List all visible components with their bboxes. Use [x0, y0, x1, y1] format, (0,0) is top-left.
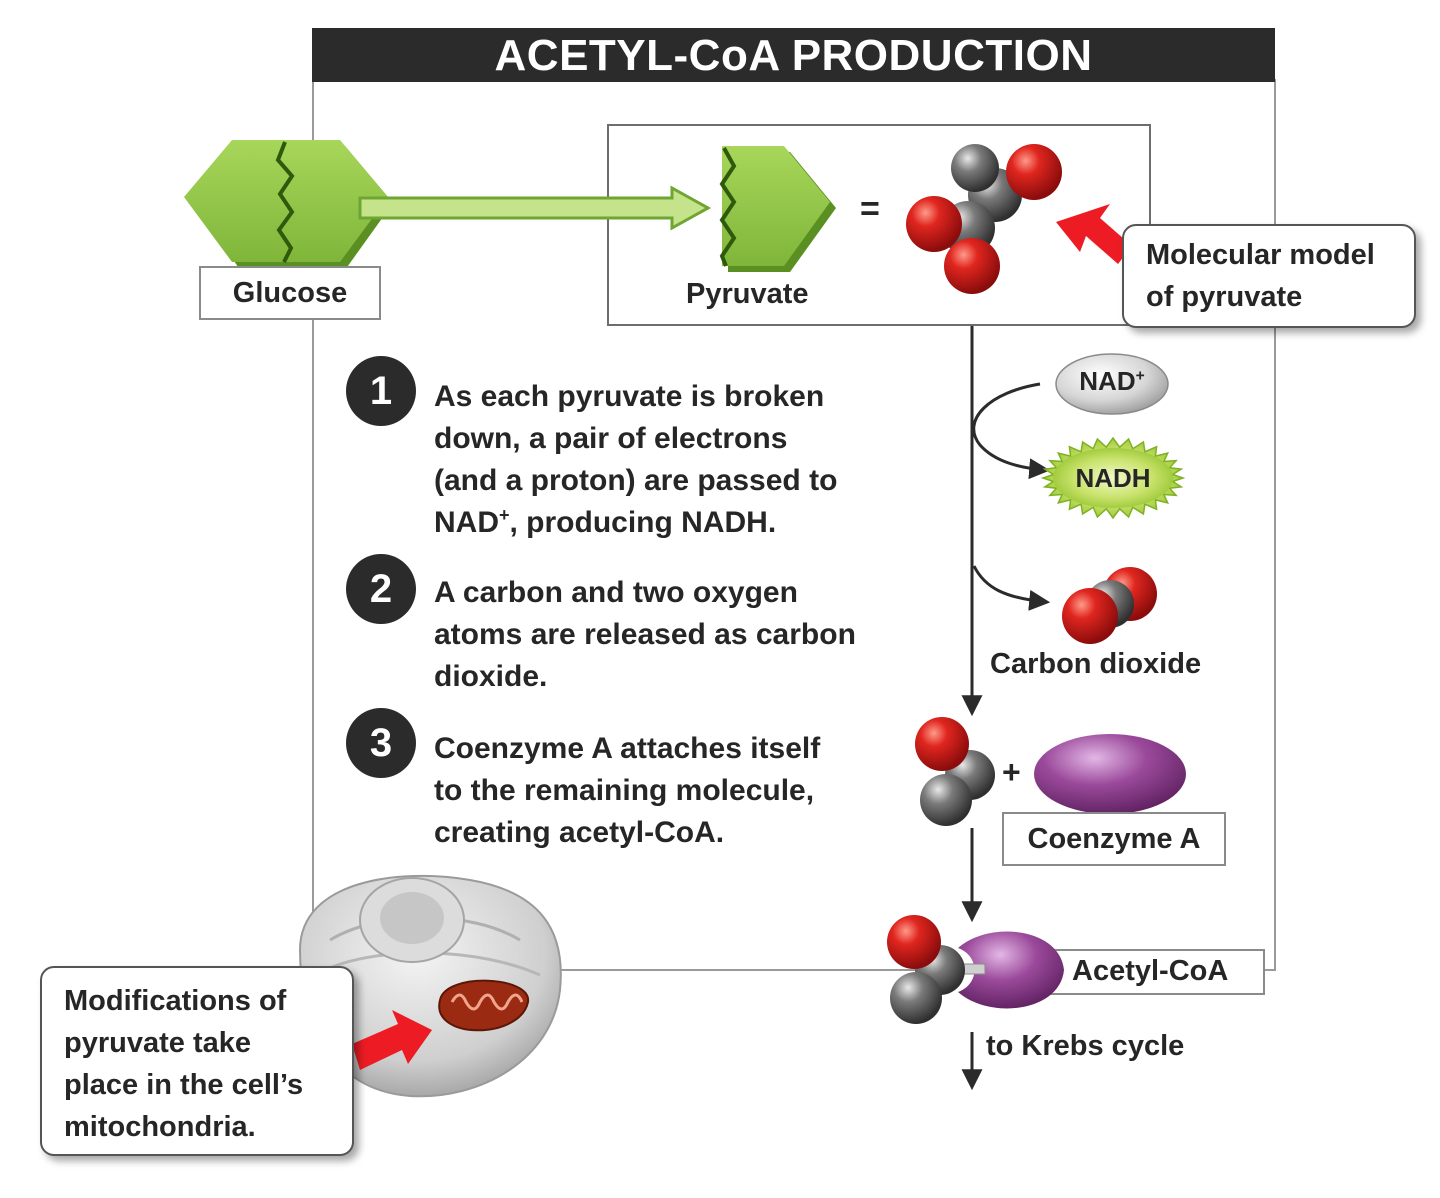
nad-superscript: +	[1135, 367, 1145, 385]
nad-plus-icon	[1055, 353, 1169, 415]
step-3-text: Coenzyme A attaches itself to the remain…	[434, 728, 934, 854]
step-3-line: Coenzyme A attaches itself	[434, 732, 821, 765]
pyruvate-molecule-icon	[719, 146, 836, 272]
glucose-label: Glucose	[199, 266, 381, 320]
step-2-line: A carbon and two oxygen	[434, 576, 798, 609]
acetyl-coa-label-box	[1029, 949, 1265, 995]
step-3-number: 3	[346, 708, 416, 778]
step-1-text: As each pyruvate is broken down, a pair …	[434, 376, 934, 544]
step-2-line: atoms are released as carbon	[434, 618, 856, 651]
step-3-line: creating acetyl-CoA.	[434, 816, 725, 849]
step-3-line: to the remaining molecule,	[434, 774, 815, 807]
coenzyme-a-icon	[1034, 734, 1186, 814]
step-1-line: NAD+, producing NADH.	[434, 502, 934, 544]
step-1-tail: , producing NADH.	[509, 506, 777, 539]
coenzyme-a-label: Coenzyme A	[1002, 812, 1226, 866]
nad-plus-label: NAD+	[1056, 366, 1168, 397]
carbon-dioxide-molecule-icon	[1062, 567, 1157, 644]
callout-line: pyruvate take	[64, 1027, 251, 1059]
step-1-line: down, a pair of electrons	[434, 422, 788, 455]
equals-sign: =	[860, 190, 880, 228]
krebs-cycle-label: to Krebs cycle	[986, 1030, 1185, 1062]
callout-line: Modifications of	[64, 985, 287, 1017]
diagram-title: ACETYL-CoA PRODUCTION	[312, 28, 1275, 82]
pyruvate-ball-model-icon	[906, 144, 1062, 294]
plus-sign: +	[1002, 754, 1021, 790]
glucose-to-pyruvate-arrow	[358, 185, 712, 231]
step-1-nad-sup: +	[499, 505, 510, 525]
step-2-line: dioxide.	[434, 660, 548, 693]
acetyl-group-molecule-icon	[915, 717, 995, 826]
callout-line: mitochondria.	[64, 1111, 256, 1143]
mitochondria-pointer-arrow-icon	[352, 1010, 432, 1070]
nad-reduction-arrow	[972, 382, 1051, 480]
acetyl-coa-molecule-icon	[887, 915, 1064, 1024]
step-2-number: 2	[346, 554, 416, 624]
acetyl-coa-label: Acetyl-CoA	[1072, 955, 1229, 987]
mitochondria-callout: Modifications of pyruvate take place in …	[40, 966, 354, 1156]
step-1-line: As each pyruvate is broken	[434, 380, 825, 413]
callout-line: Molecular model	[1146, 239, 1375, 271]
glucose-molecule-icon	[184, 140, 393, 270]
nad-base-text: NAD	[1079, 366, 1136, 396]
step-1-nad: NAD	[434, 506, 499, 539]
callout-line: of pyruvate	[1146, 281, 1303, 313]
molecular-model-callout: Molecular model of pyruvate	[1122, 224, 1416, 328]
carbon-dioxide-label: Carbon dioxide	[990, 648, 1202, 680]
callout-line: place in the cell’s	[64, 1069, 304, 1101]
nadh-label: NADH	[1075, 463, 1151, 493]
step-2-text: A carbon and two oxygen atoms are releas…	[434, 572, 934, 698]
step-1-number: 1	[346, 356, 416, 426]
model-pointer-arrow-icon	[1056, 204, 1132, 264]
nadh-starburst-icon	[1040, 436, 1186, 520]
co2-release-arrow	[972, 565, 1051, 611]
pyruvate-label: Pyruvate	[686, 278, 809, 310]
step-1-line: (and a proton) are passed to	[434, 464, 838, 497]
